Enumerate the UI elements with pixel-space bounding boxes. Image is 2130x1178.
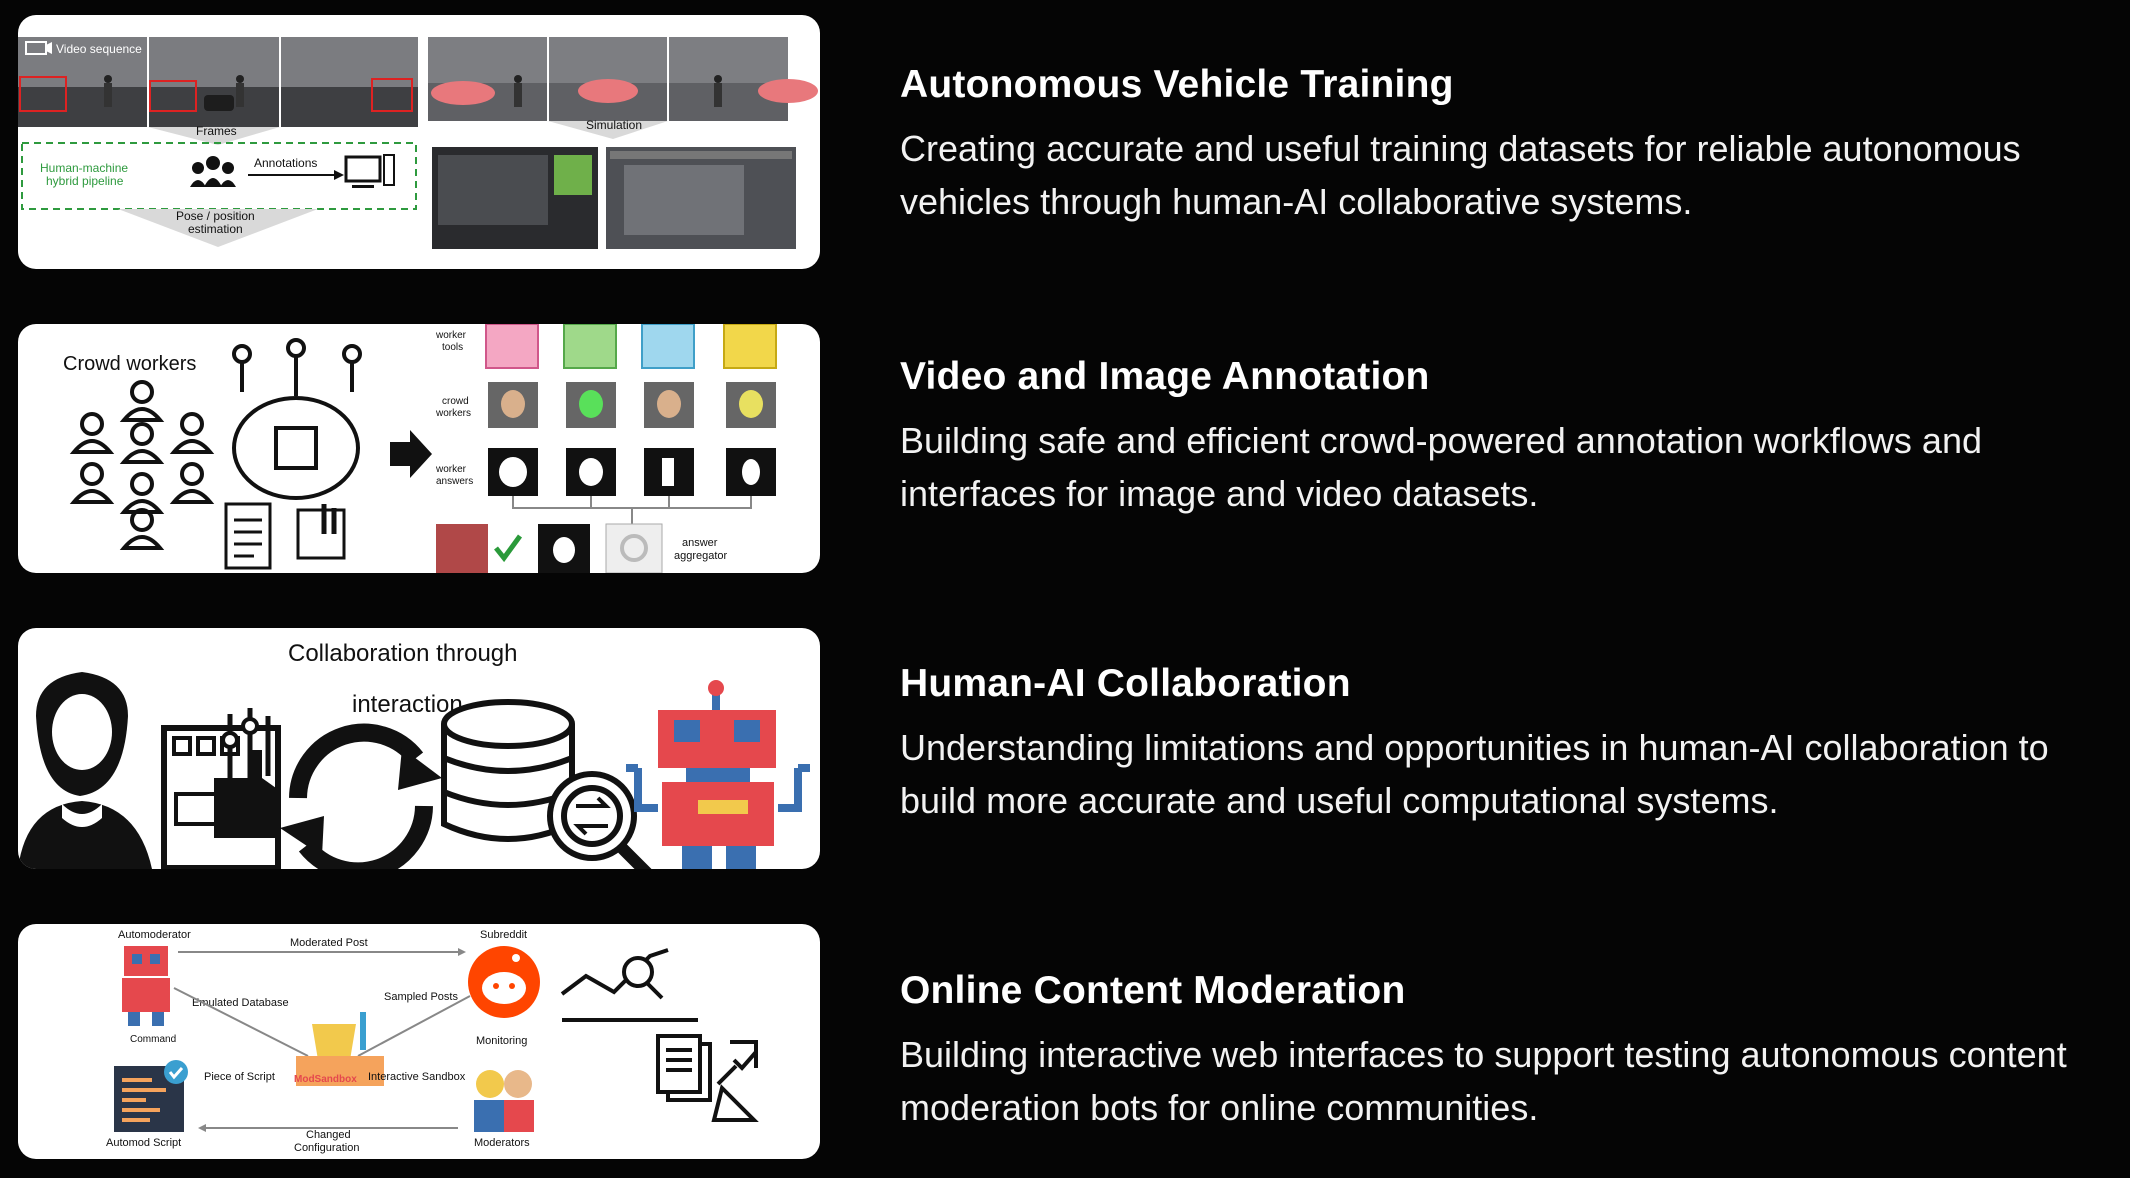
frames-label: Frames <box>196 124 237 138</box>
automoderator-robot-icon <box>122 946 170 1026</box>
worker-tools-label-1: worker <box>435 330 467 341</box>
collaboration-label-line2: interaction <box>352 691 463 718</box>
annotations-label: Annotations <box>254 156 317 170</box>
arrow-right-icon <box>390 430 432 478</box>
moderators-icon <box>474 1070 534 1132</box>
section-autonomous-vehicle: Video sequence Frames Simulation Human-m… <box>0 15 2130 270</box>
moderation-figure: Automoderator Moderated Post Subreddit E… <box>106 929 759 1154</box>
figure-card-online-content-moderation: Automoderator Moderated Post Subreddit E… <box>18 924 820 1159</box>
video-sequence-text: Video sequence <box>56 42 142 56</box>
changed-configuration-label-2: Configuration <box>294 1142 359 1154</box>
section-text: Video and Image Annotation Building safe… <box>900 355 2100 520</box>
section-title: Video and Image Annotation <box>900 355 1430 398</box>
video-sequence-label: Video sequence <box>25 41 142 56</box>
section-text: Online Content Moderation Building inter… <box>900 969 2100 1134</box>
annotation-figure: Crowd workers <box>63 324 777 573</box>
crowd-workers-row-label-2: workers <box>435 408 471 419</box>
worker-tool-icons <box>485 324 777 369</box>
figure-card-autonomous-vehicle: Video sequence Frames Simulation Human-m… <box>18 15 820 269</box>
video-frames <box>18 37 418 127</box>
automod-script-label: Automod Script <box>106 1137 181 1149</box>
crowd-workers-label: Crowd workers <box>63 353 196 375</box>
checkmark-icon <box>494 534 523 563</box>
worker-answers-label-1: worker <box>435 464 467 475</box>
reddit-icon <box>468 946 540 1018</box>
section-video-image-annotation: Crowd workers <box>0 324 2130 574</box>
modsandbox-label: ModSandbox <box>294 1074 357 1085</box>
section-text: Human-AI Collaboration Understanding lim… <box>900 662 2100 827</box>
collaboration-figure: Collaboration through interaction <box>18 640 810 869</box>
moderators-label: Moderators <box>474 1137 530 1149</box>
changed-configuration-label-1: Changed <box>306 1129 351 1141</box>
emulated-database-label: Emulated Database <box>192 997 289 1009</box>
autonomous-vehicle-figure: Video sequence Frames Simulation Human-m… <box>18 37 818 249</box>
annotation-tool-screenshots <box>432 147 796 249</box>
pipeline-box <box>21 142 417 210</box>
pose-label-line1: Pose / position <box>176 209 255 223</box>
pipeline-label-line1: Human-machine <box>40 161 128 175</box>
sampled-posts-label: Sampled Posts <box>384 991 458 1003</box>
aggregated-image <box>436 524 488 573</box>
interactive-sandbox-label: Interactive Sandbox <box>368 1071 466 1083</box>
section-text: Autonomous Vehicle Training Creating acc… <box>900 63 2100 228</box>
automod-script-icon <box>114 1060 188 1132</box>
database-search-icon <box>441 699 652 869</box>
collaboration-label-line1: Collaboration through <box>288 640 518 667</box>
analytics-search-icon <box>560 948 698 1022</box>
worker-answer-masks <box>488 448 776 496</box>
documents-cleanup-icon <box>656 1034 759 1122</box>
section-human-ai-collaboration: Collaboration through interaction <box>0 628 2130 870</box>
simulation-label: Simulation <box>586 118 642 132</box>
crowd-workers-row-label-1: crowd <box>442 396 469 407</box>
pipeline-label-line2: hybrid pipeline <box>46 174 124 188</box>
aggregator-label-1: answer <box>682 537 718 549</box>
worker-tools-label-2: tools <box>442 342 463 353</box>
modsandbox-icon <box>296 1012 384 1086</box>
robot-icon <box>626 680 810 869</box>
cycle-arrows-icon <box>289 723 433 869</box>
worker-answers-label-2: answers <box>436 476 473 487</box>
piece-of-script-label: Piece of Script <box>204 1071 275 1083</box>
automoderator-label: Automoderator <box>118 929 191 941</box>
command-label: Command <box>130 1034 176 1045</box>
subreddit-label: Subreddit <box>480 929 527 941</box>
figure-card-video-image-annotation: Crowd workers <box>18 324 820 573</box>
document-icon <box>224 502 346 570</box>
crowd-workers-icon <box>69 380 215 550</box>
aggregator-gear-icon <box>605 523 663 573</box>
ai-brain-icon <box>232 338 362 500</box>
pose-label-line2: estimation <box>188 222 243 236</box>
person-icon <box>18 672 152 869</box>
people-icon <box>190 156 236 187</box>
figure-card-human-ai-collaboration: Collaboration through interaction <box>18 628 820 869</box>
moderated-post-label: Moderated Post <box>290 937 368 949</box>
section-title: Human-AI Collaboration <box>900 662 1351 705</box>
section-description: Building safe and efficient crowd-powere… <box>900 419 1982 514</box>
dashboard-touch-icon <box>161 708 281 869</box>
section-title: Online Content Moderation <box>900 969 1406 1012</box>
section-description: Understanding limitations and opportunit… <box>900 726 2049 821</box>
section-title: Autonomous Vehicle Training <box>900 63 1454 106</box>
section-online-content-moderation: Automoderator Moderated Post Subreddit E… <box>0 924 2130 1160</box>
monitoring-label: Monitoring <box>476 1035 527 1047</box>
computer-icon <box>344 154 395 188</box>
section-description: Creating accurate and useful training da… <box>900 127 2021 222</box>
simulation-frames <box>428 37 818 121</box>
crowd-worker-images <box>488 382 776 428</box>
section-description: Building interactive web interfaces to s… <box>900 1033 2067 1128</box>
aggregator-label-2: aggregator <box>674 550 728 562</box>
